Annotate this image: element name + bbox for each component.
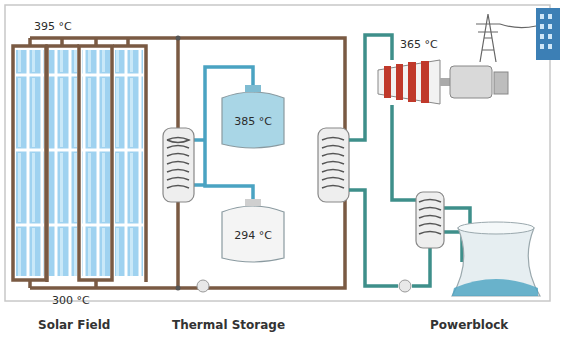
tank-temperature: 385 °C <box>220 115 286 128</box>
city-building <box>536 8 560 60</box>
steam-turbine <box>378 60 450 104</box>
junction <box>176 286 181 291</box>
storage-tank: 294 °C <box>220 198 286 264</box>
transmission-pylon <box>476 14 536 62</box>
condenser <box>416 192 444 248</box>
cooling-tower <box>452 222 540 296</box>
generator <box>450 66 508 98</box>
section-title: Solar Field <box>38 318 110 332</box>
pump <box>197 280 209 292</box>
tank-temperature: 294 °C <box>220 229 286 242</box>
heat-exchanger <box>163 128 194 202</box>
junction <box>176 36 181 41</box>
storage-tank: 385 °C <box>220 84 286 150</box>
temperature-label: 300 °C <box>52 294 90 307</box>
temperature-label: 365 °C <box>400 38 438 51</box>
heat-exchanger <box>318 128 349 202</box>
temperature-label: 395 °C <box>34 20 72 33</box>
section-title: Powerblock <box>430 318 508 332</box>
section-title: Thermal Storage <box>172 318 285 332</box>
htf-pipes <box>13 38 345 288</box>
frame <box>5 5 550 301</box>
pump <box>399 280 411 292</box>
